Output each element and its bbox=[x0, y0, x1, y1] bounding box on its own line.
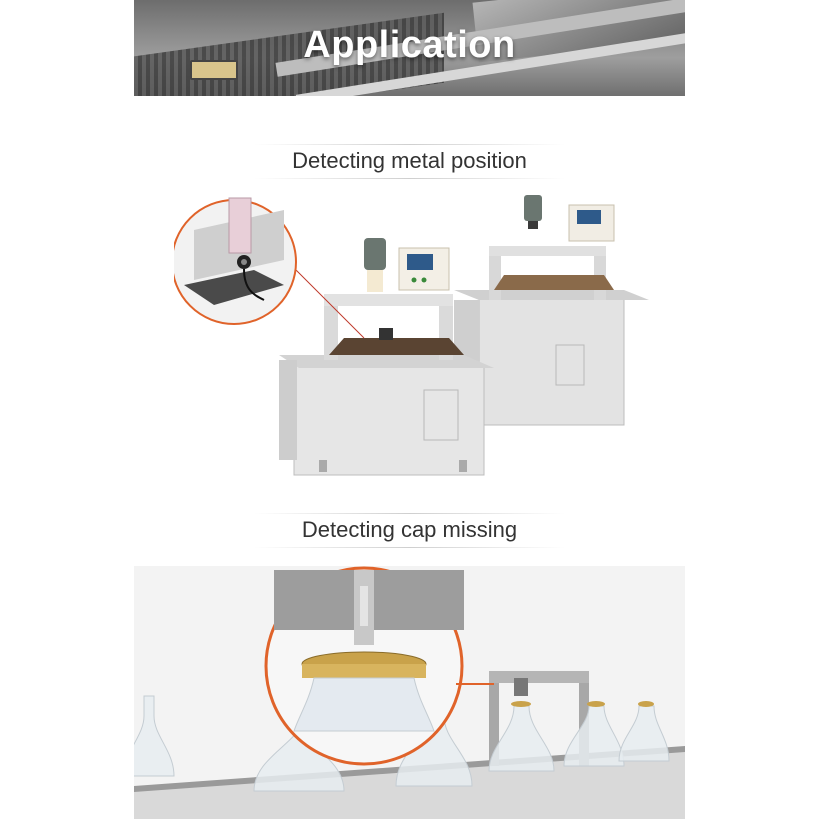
cap-zoom-callout bbox=[264, 566, 464, 766]
heading-line-bottom bbox=[254, 547, 565, 548]
machines-drawing bbox=[174, 195, 649, 476]
heading-line-bottom bbox=[254, 178, 565, 179]
front-machine bbox=[273, 238, 494, 476]
heading-line-top bbox=[254, 144, 565, 145]
section-heading-metal-position: Detecting metal position bbox=[134, 144, 685, 179]
metal-position-illustration bbox=[174, 190, 674, 480]
heading-line-top bbox=[254, 513, 565, 514]
section-heading-cap-missing: Detecting cap missing bbox=[134, 513, 685, 548]
banner-carrier bbox=[190, 60, 238, 80]
section-heading-text: Detecting metal position bbox=[292, 148, 527, 173]
metal-zoom-callout bbox=[174, 197, 297, 325]
cap-missing-illustration bbox=[134, 566, 685, 819]
bottles-row bbox=[134, 695, 670, 792]
content-column: Application Detecting metal position bbox=[134, 0, 685, 819]
bottle-line-drawing bbox=[134, 566, 685, 819]
application-banner: Application bbox=[134, 0, 685, 96]
section-heading-text: Detecting cap missing bbox=[301, 517, 518, 542]
back-machine bbox=[454, 195, 649, 426]
banner-title: Application bbox=[303, 24, 516, 66]
